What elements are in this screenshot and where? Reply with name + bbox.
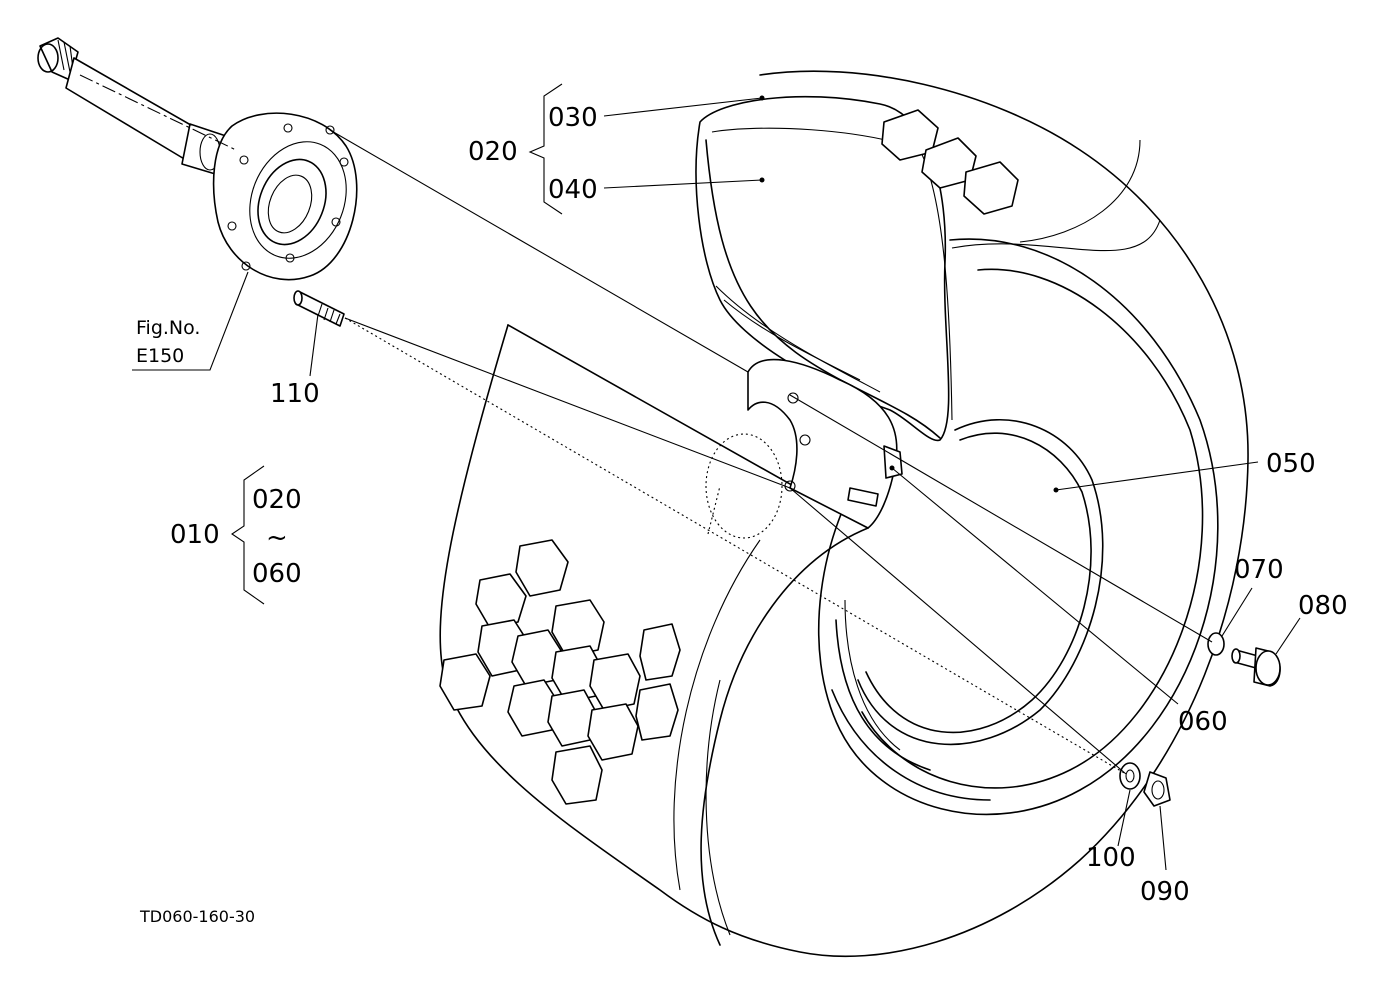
reference-line1: Fig.No. bbox=[136, 317, 200, 339]
label-080: 080 bbox=[1298, 591, 1348, 621]
flange-bolt-holes bbox=[227, 123, 349, 271]
label-group-end: 060 bbox=[252, 559, 302, 589]
label-group-tilde: ~ bbox=[266, 523, 288, 553]
drawing-code: TD060-160-30 bbox=[139, 907, 255, 926]
leader-lines bbox=[132, 95, 1301, 871]
reference-line2: E150 bbox=[136, 345, 184, 367]
label-group-start: 020 bbox=[252, 485, 302, 515]
label-040: 040 bbox=[548, 175, 598, 205]
bracket-020 bbox=[528, 83, 563, 215]
label-090: 090 bbox=[1140, 877, 1190, 907]
stud-bolt bbox=[293, 290, 345, 327]
nut-090 bbox=[1143, 771, 1171, 807]
bolt-080 bbox=[1231, 647, 1281, 687]
label-060: 060 bbox=[1178, 707, 1228, 737]
tread-lugs-top bbox=[881, 109, 1019, 215]
label-010: 010 bbox=[170, 520, 220, 550]
label-100: 100 bbox=[1086, 843, 1136, 873]
bracket-010 bbox=[231, 465, 265, 605]
axle-shaft bbox=[37, 37, 233, 177]
assembly-lines bbox=[79, 74, 1213, 775]
label-050: 050 bbox=[1266, 449, 1316, 479]
label-110: 110 bbox=[270, 379, 320, 409]
label-020: 020 bbox=[468, 137, 518, 167]
washer-100 bbox=[1119, 762, 1141, 790]
tire bbox=[439, 70, 1249, 958]
lock-washer-070 bbox=[1207, 632, 1225, 656]
axle-flange bbox=[212, 112, 358, 281]
label-070: 070 bbox=[1234, 555, 1284, 585]
tread-lugs-side bbox=[439, 539, 681, 805]
label-030: 030 bbox=[548, 103, 598, 133]
